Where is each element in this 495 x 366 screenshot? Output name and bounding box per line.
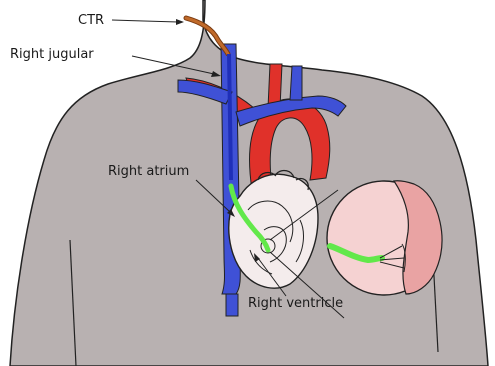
label-right-ventricle: Right ventricle	[248, 296, 343, 311]
ctr-arrow-head	[176, 19, 184, 25]
ctr-arrow-line	[112, 20, 178, 22]
label-ctr: CTR	[78, 13, 104, 28]
label-right-jugular: Right jugular	[10, 47, 94, 62]
inferior-vena-cava	[226, 294, 238, 316]
left-jugular-vein	[290, 66, 302, 100]
catheter-in-vein	[229, 54, 231, 180]
label-right-atrium: Right atrium	[108, 164, 189, 179]
